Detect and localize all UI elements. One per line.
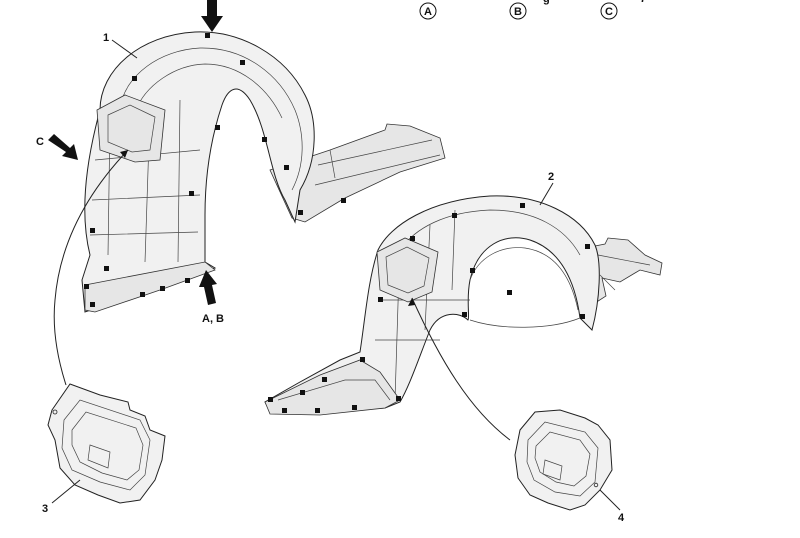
svg-text:1: 1: [103, 32, 109, 44]
svg-text:4: 4: [618, 512, 625, 524]
svg-text:A: A: [424, 6, 432, 18]
legend-b-note: g: [543, 0, 550, 5]
callout-2: 2: [539, 171, 554, 206]
svg-text:B: B: [514, 6, 522, 18]
svg-text:3: 3: [42, 503, 48, 515]
leader-part4: [411, 297, 511, 441]
legend-c-note: 7: [640, 0, 646, 5]
service-cover-part4: [514, 409, 613, 511]
leader-part3: [53, 149, 129, 386]
arrow-ab: A, B: [199, 270, 224, 325]
callout-3: 3: [42, 479, 81, 515]
leader-part4-arrowhead: [408, 298, 415, 306]
legend-a: A: [419, 2, 437, 20]
svg-text:C: C: [36, 136, 44, 148]
legend-c: C 7: [600, 0, 646, 20]
legend-b: B g: [509, 0, 550, 20]
fastener-clips-right: [268, 203, 590, 413]
arrow-c: C: [36, 134, 78, 160]
svg-text:C: C: [605, 6, 613, 18]
arrow-top: [201, 0, 223, 32]
service-cover-part3: [47, 383, 166, 504]
callout-1: 1: [103, 32, 138, 59]
leader-part3-arrowhead: [120, 150, 128, 158]
svg-text:2: 2: [548, 171, 554, 183]
callout-4: 4: [599, 489, 625, 524]
svg-text:A, B: A, B: [202, 313, 224, 325]
wheel-guard-right: [264, 195, 663, 416]
fastener-clips-left: [84, 33, 346, 307]
wheel-guard-left: [81, 31, 446, 313]
